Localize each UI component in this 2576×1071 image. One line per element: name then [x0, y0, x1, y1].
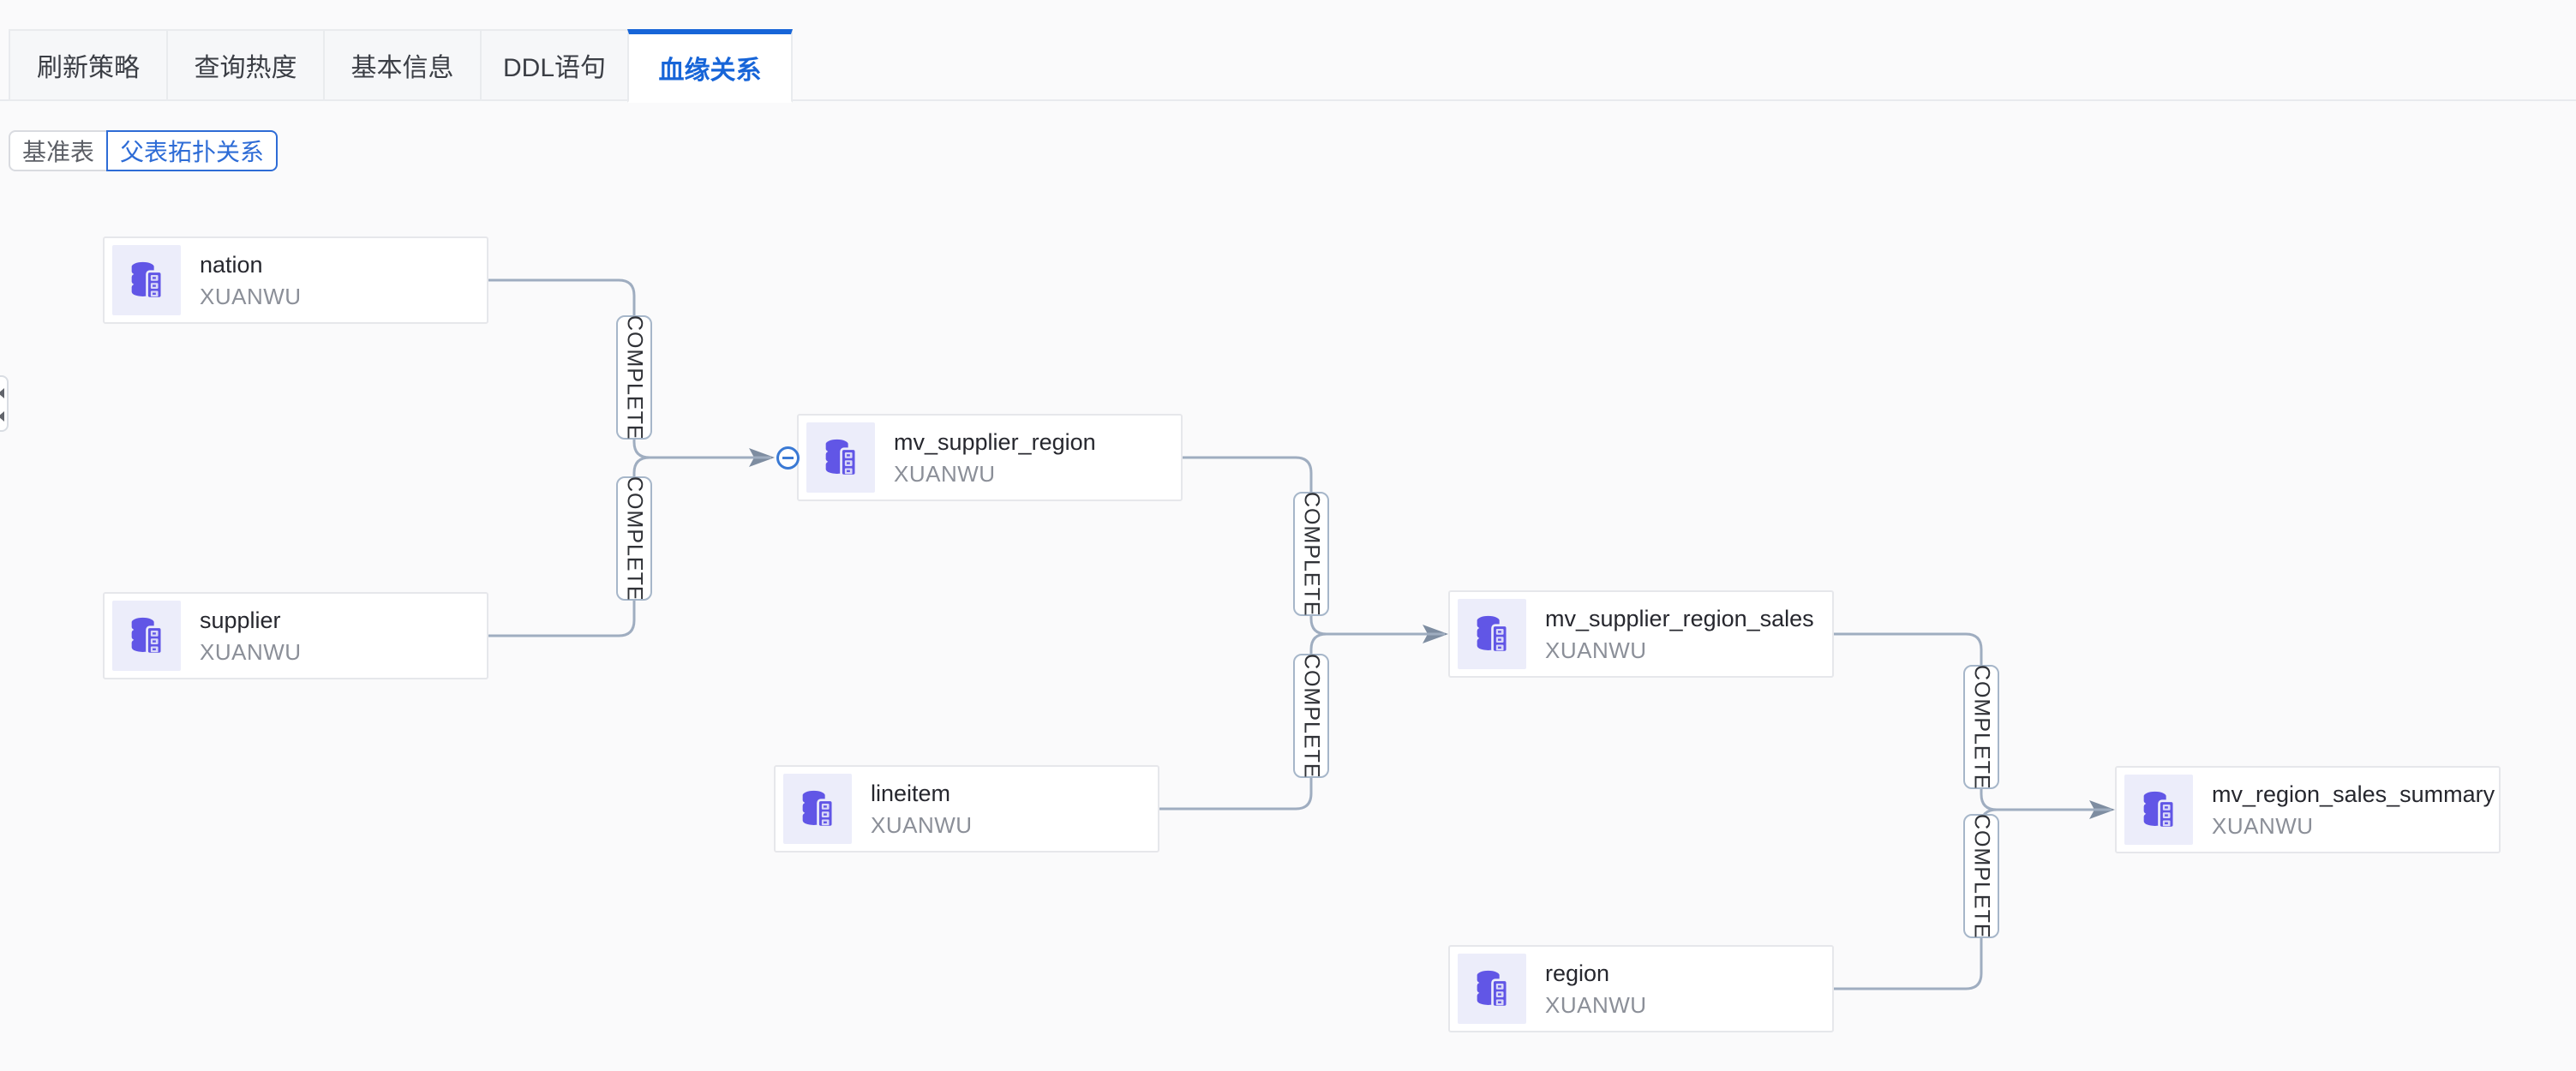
lineage-view-toggle: 基准表 父表拓扑关系 — [9, 130, 279, 171]
database-table-icon — [1458, 954, 1526, 1024]
node-text: lineitem XUANWU — [871, 779, 973, 839]
tab-label: 血缘关系 — [658, 57, 762, 85]
tab-label: 基本信息 — [350, 54, 454, 82]
node-subtitle: XUANWU — [1545, 992, 1647, 1018]
node-subtitle: XUANWU — [871, 812, 973, 838]
table-node[interactable]: region XUANWU — [1448, 945, 1834, 1032]
node-title: mv_region_sales_summary — [2212, 781, 2495, 807]
toggle-base-table[interactable]: 基准表 — [9, 130, 109, 171]
tab-ddl-statement[interactable]: DDL语句 — [480, 29, 629, 101]
node-text: mv_supplier_region_sales XUANWU — [1545, 604, 1814, 664]
tab-label: DDL语句 — [502, 54, 606, 82]
table-node[interactable]: supplier XUANWU — [103, 592, 488, 679]
tab-label: 查询热度 — [194, 54, 297, 82]
node-subtitle: XUANWU — [2212, 813, 2314, 839]
table-node[interactable]: mv_region_sales_summary XUANWU — [2115, 766, 2501, 853]
edge-label-complete: COMPLETE — [616, 315, 652, 440]
toggle-label: 基准表 — [22, 139, 95, 165]
node-subtitle: XUANWU — [200, 639, 302, 665]
node-title: mv_supplier_region — [894, 429, 1096, 455]
detail-tabs: 刷新策略 查询热度 基本信息 DDL语句 血缘关系 — [9, 29, 793, 103]
chevron-left-icon — [0, 411, 4, 422]
node-text: region XUANWU — [1545, 959, 1647, 1019]
edge-label-complete: COMPLETE — [1963, 665, 1999, 789]
table-node[interactable]: lineitem XUANWU — [774, 765, 1159, 853]
database-table-icon — [1458, 599, 1526, 669]
node-title: region — [1545, 960, 1610, 986]
edge-label-complete: COMPLETE — [1293, 492, 1329, 616]
chevron-left-icon — [0, 388, 4, 398]
tab-lineage[interactable]: 血缘关系 — [627, 29, 793, 103]
tab-query-heat[interactable]: 查询热度 — [166, 29, 325, 101]
table-node[interactable]: mv_supplier_region XUANWU — [797, 414, 1183, 501]
node-title: nation — [200, 252, 263, 278]
tab-basic-info[interactable]: 基本信息 — [323, 29, 482, 101]
tabbar-bottom-border — [0, 99, 2576, 101]
node-text: mv_region_sales_summary XUANWU — [2212, 780, 2495, 840]
node-subtitle: XUANWU — [200, 284, 302, 309]
edge-label-complete: COMPLETE — [1293, 654, 1329, 778]
database-table-icon — [806, 422, 875, 493]
table-node[interactable]: mv_supplier_region_sales XUANWU — [1448, 590, 1834, 678]
edge-label-complete: COMPLETE — [1963, 814, 1999, 938]
tab-label: 刷新策略 — [37, 54, 140, 82]
database-table-icon — [2124, 775, 2193, 845]
edge-label-complete: COMPLETE — [616, 476, 652, 601]
tab-refresh-strategy[interactable]: 刷新策略 — [9, 29, 168, 101]
node-title: lineitem — [871, 781, 951, 806]
database-table-icon — [112, 601, 181, 671]
table-node[interactable]: nation XUANWU — [103, 236, 488, 324]
node-text: supplier XUANWU — [200, 606, 302, 666]
node-text: mv_supplier_region XUANWU — [894, 428, 1096, 488]
node-subtitle: XUANWU — [1545, 637, 1647, 663]
database-table-icon — [112, 245, 181, 315]
toggle-label: 父表拓扑关系 — [120, 139, 265, 165]
collapse-node-button[interactable] — [776, 446, 800, 470]
database-table-icon — [783, 774, 852, 844]
node-subtitle: XUANWU — [894, 461, 996, 487]
node-title: mv_supplier_region_sales — [1545, 606, 1814, 631]
node-text: nation XUANWU — [200, 250, 302, 310]
toggle-parent-topology[interactable]: 父表拓扑关系 — [106, 130, 279, 171]
node-title: supplier — [200, 607, 281, 633]
minus-icon — [782, 457, 794, 459]
canvas-toolbar-partial[interactable] — [0, 375, 9, 432]
